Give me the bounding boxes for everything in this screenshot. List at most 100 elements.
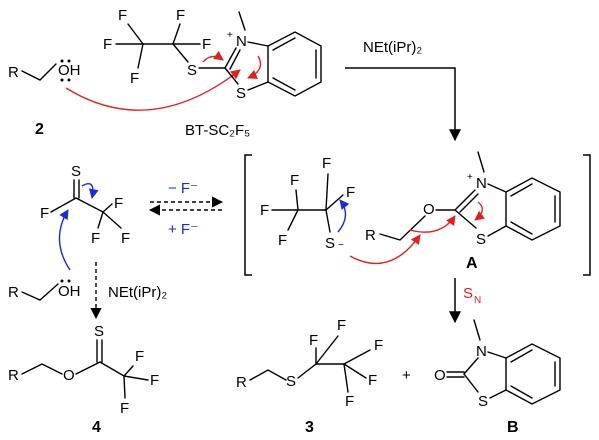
thiolate-anion: F F F F F S − bbox=[260, 155, 355, 252]
benzene-ring bbox=[267, 31, 322, 97]
atom-f: F bbox=[346, 184, 355, 201]
n-methyl-bond bbox=[473, 319, 481, 341]
bond bbox=[287, 209, 299, 231]
lone-pair-dot bbox=[67, 78, 71, 82]
bond bbox=[249, 369, 287, 381]
bond bbox=[463, 357, 479, 375]
reagent-label: NEt(iPr)₂ bbox=[363, 39, 422, 56]
bond bbox=[75, 361, 101, 375]
atom-oh: OH bbox=[58, 283, 81, 300]
atom-f: F bbox=[309, 332, 318, 349]
bond bbox=[123, 365, 134, 377]
bond bbox=[510, 183, 533, 197]
atom-r: R bbox=[8, 64, 19, 81]
sn-subscript: N bbox=[474, 295, 481, 306]
bond bbox=[343, 363, 367, 379]
compound-label-4: 4 bbox=[92, 419, 101, 436]
sn-label: S bbox=[463, 285, 473, 302]
bond bbox=[297, 363, 317, 379]
bond bbox=[463, 373, 479, 393]
intermediate-a: R O N + S A bbox=[365, 151, 561, 272]
reagent-name: BT-SC₂F₅ bbox=[185, 122, 250, 139]
bond bbox=[102, 211, 122, 229]
right-bracket bbox=[583, 154, 591, 276]
atom-f: F bbox=[202, 36, 211, 53]
atom-r: R bbox=[8, 367, 19, 384]
bond bbox=[75, 197, 104, 213]
atom-r: R bbox=[8, 284, 19, 301]
atom-f: F bbox=[130, 70, 139, 87]
atom-f: F bbox=[40, 205, 49, 222]
charge-plus: + bbox=[467, 172, 473, 183]
bond bbox=[454, 189, 476, 211]
alcohol-attack: R OH bbox=[8, 279, 81, 301]
atom-s: S bbox=[478, 393, 488, 410]
bond bbox=[487, 183, 507, 193]
blue-curved-arrow bbox=[58, 209, 71, 271]
bond bbox=[325, 209, 331, 233]
atom-f: F bbox=[135, 348, 144, 365]
plus-sign: + bbox=[402, 367, 411, 384]
benzene-ring bbox=[505, 177, 561, 241]
bond bbox=[21, 63, 57, 81]
bond bbox=[21, 283, 59, 301]
reagent-label: NEt(iPr)₂ bbox=[108, 284, 167, 301]
product-4: S R O F F F 4 bbox=[8, 323, 159, 436]
atom-f: F bbox=[121, 230, 130, 247]
bond bbox=[510, 349, 533, 363]
atom-n: N bbox=[236, 33, 247, 50]
red-curved-arrow bbox=[409, 215, 456, 233]
bond bbox=[343, 363, 349, 393]
bond bbox=[454, 209, 477, 229]
atom-o: O bbox=[63, 367, 75, 384]
atom-r: R bbox=[365, 227, 376, 244]
bond bbox=[379, 215, 426, 241]
atom-f: F bbox=[337, 317, 346, 334]
atom-n: N bbox=[476, 175, 487, 192]
atom-f: F bbox=[374, 337, 383, 354]
red-curved-arrow bbox=[474, 201, 485, 221]
bond bbox=[272, 37, 296, 51]
atom-f: F bbox=[176, 7, 185, 24]
blue-curved-arrow bbox=[81, 183, 99, 199]
atom-f: F bbox=[322, 155, 331, 172]
atom-s: S bbox=[187, 62, 197, 79]
alcohol-2: R OH 2 bbox=[8, 59, 81, 138]
charge-minus: − bbox=[338, 240, 344, 251]
byproduct-b: O N S B bbox=[434, 319, 561, 436]
lone-pair-dot bbox=[67, 59, 71, 63]
blue-curved-arrow bbox=[337, 199, 350, 233]
bt-sc2f5-reagent: F F F F F S N + S BT-SC₂F₅ bbox=[103, 7, 322, 139]
compound-label-3: 3 bbox=[305, 419, 314, 436]
atom-o: O bbox=[434, 367, 446, 384]
bond bbox=[123, 375, 126, 399]
bond bbox=[247, 41, 269, 47]
bond bbox=[224, 67, 239, 85]
lone-pair-dot bbox=[67, 279, 71, 283]
bond bbox=[459, 193, 479, 213]
fluoride-gain: + F⁻ bbox=[168, 221, 198, 238]
n-methyl-bond bbox=[238, 11, 246, 31]
atom-r: R bbox=[236, 374, 247, 391]
bond bbox=[489, 389, 507, 399]
atom-s: S bbox=[476, 231, 486, 248]
lone-pair-dot bbox=[60, 279, 64, 283]
bond bbox=[272, 77, 296, 91]
bond bbox=[127, 23, 144, 45]
atom-s: S bbox=[325, 235, 335, 252]
bond bbox=[325, 173, 329, 211]
lone-pair-dot bbox=[60, 78, 64, 82]
atom-f: F bbox=[150, 372, 159, 389]
bond bbox=[97, 211, 104, 229]
benzene-ring bbox=[505, 343, 561, 405]
atom-oh: OH bbox=[58, 62, 81, 79]
atom-s: S bbox=[71, 163, 81, 180]
compound-label-b: B bbox=[507, 419, 519, 436]
bond bbox=[487, 351, 507, 359]
bond bbox=[510, 221, 533, 235]
bond bbox=[247, 81, 269, 91]
atom-f: F bbox=[118, 7, 127, 24]
left-bracket bbox=[244, 154, 252, 276]
bond bbox=[229, 49, 241, 70]
